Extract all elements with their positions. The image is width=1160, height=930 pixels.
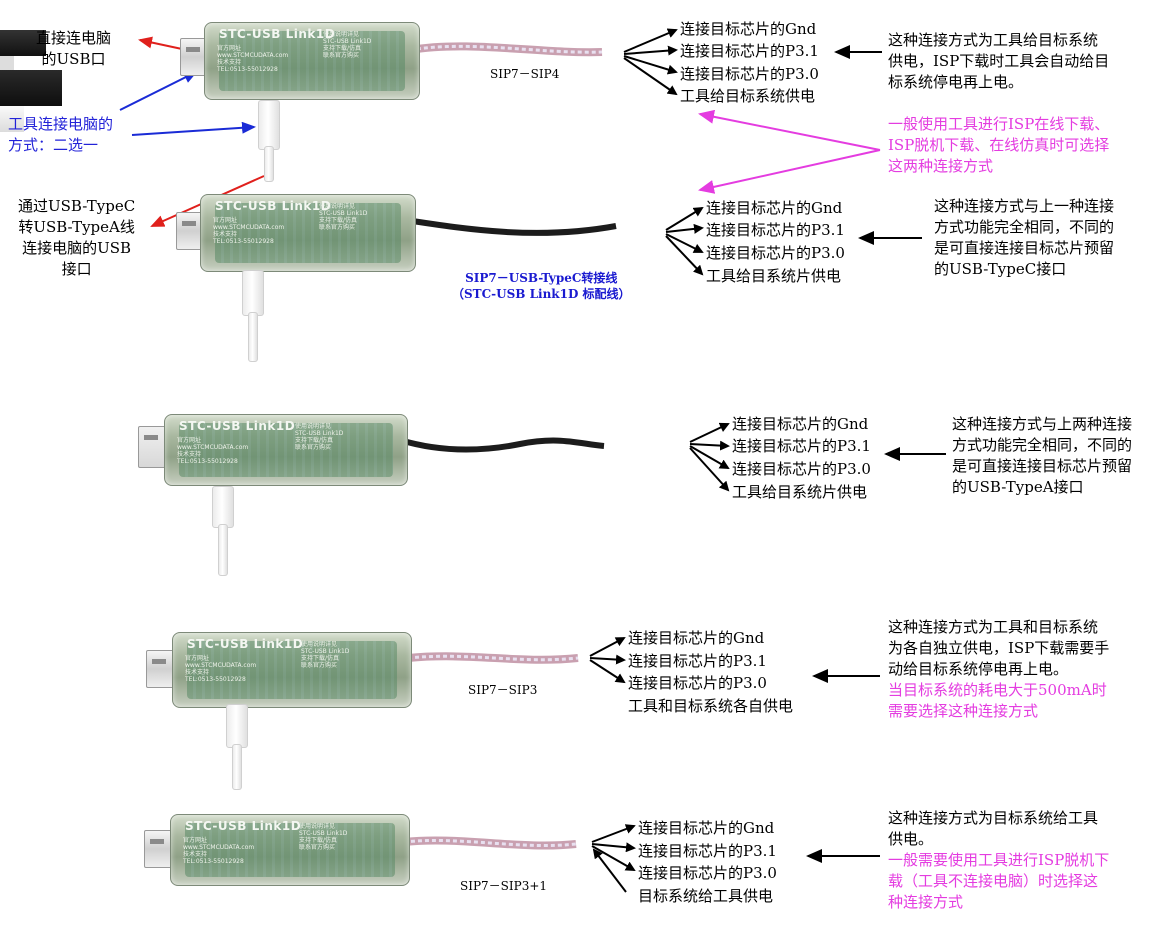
section1-fan-arrows bbox=[623, 28, 678, 96]
s1-desc: 这种连接方式为工具给目标系统 供电，ISP下载时工具会自动给目 标系统停电再上电… bbox=[888, 31, 1110, 91]
ribbon-cable-5-hi bbox=[403, 839, 577, 847]
s3-label-gnd: 连接目标芯片的Gnd bbox=[732, 415, 869, 433]
usb-link-device-1: STC-USB Link1D 官方网址 www.STCMCUDATA.com 技… bbox=[180, 22, 420, 102]
typec-plug-2 bbox=[0, 30, 46, 56]
section2-fan-arrows bbox=[665, 206, 704, 276]
s5-label-p30: 连接目标芯片的P3.0 bbox=[638, 864, 777, 882]
s4-caption: SIP7－SIP3 bbox=[468, 683, 538, 697]
typec-cable-3-wire bbox=[218, 524, 228, 576]
s2-label-p30: 连接目标芯片的P3.0 bbox=[706, 244, 845, 262]
typec-to-a-text: 通过USB-TypeC 转USB-TypeA线 连接电脑的USB 接口 bbox=[18, 197, 136, 278]
black-cable-3 bbox=[399, 437, 605, 453]
s2-label-p31: 连接目标芯片的P3.1 bbox=[706, 221, 845, 239]
s4-label-gnd: 连接目标芯片的Gnd bbox=[628, 629, 765, 647]
s3-desc: 这种连接方式与上两种连接 方式功能完全相同，不同的 是可直接连接目标芯片预留 的… bbox=[952, 415, 1133, 496]
s4-label-p30: 连接目标芯片的P3.0 bbox=[628, 674, 767, 692]
s3-label-p30: 连接目标芯片的P3.0 bbox=[732, 460, 871, 478]
typec-cable-3 bbox=[212, 486, 234, 528]
ribbon-cable-4-hi bbox=[407, 654, 579, 662]
s4-desc: 这种连接方式为工具和目标系统 为各自独立供电，ISP下载需要手 动给目标系统停电… bbox=[888, 618, 1110, 720]
typec-cable-2-wire bbox=[248, 312, 258, 362]
s2-label-power: 工具给目系统片供电 bbox=[706, 267, 842, 285]
black-cable-2 bbox=[405, 217, 617, 236]
pc-direct-text: 直接连电脑 的USB口 bbox=[36, 29, 112, 68]
typec-cable-4 bbox=[226, 704, 248, 748]
device-title: STC-USB Link1D bbox=[219, 27, 336, 41]
s3-label-power: 工具给目系统片供电 bbox=[732, 483, 868, 501]
section3-fan-arrows bbox=[689, 422, 730, 492]
s5-label-p31: 连接目标芯片的P3.1 bbox=[638, 842, 777, 860]
s1-label-p31: 连接目标芯片的P3.1 bbox=[680, 42, 819, 60]
usb-link-device-5: STC-USB Link1D 官方网址 www.STCMCUDATA.com 技… bbox=[144, 814, 410, 894]
s1-label-gnd: 连接目标芯片的Gnd bbox=[680, 20, 817, 38]
magenta-arrow-down bbox=[698, 149, 881, 194]
s3-label-p31: 连接目标芯片的P3.1 bbox=[732, 437, 871, 455]
typec-cable-1-wire bbox=[264, 146, 274, 182]
magenta-arrow-up bbox=[698, 109, 881, 151]
typec-cable-2 bbox=[242, 270, 264, 316]
s2-caption: SIP7－USB-TypeC转接线 （STC-USB Link1D 标配线） bbox=[452, 271, 631, 301]
s5-label-gnd: 连接目标芯片的Gnd bbox=[638, 819, 775, 837]
usb-link-device-2: STC-USB Link1D 官方网址 www.STCMCUDATA.com 技… bbox=[176, 194, 416, 274]
s5-caption: SIP7－SIP3+1 bbox=[460, 879, 548, 893]
device-right-text: 使用说明详见 STC-USB Link1D 支持下载/仿真 联系官方购买 bbox=[323, 31, 372, 59]
s5-desc: 这种连接方式为目标系统给工具 供电。 一般需要使用工具进行ISP脱机下 载（工具… bbox=[888, 809, 1110, 911]
section5-fan-arrows bbox=[591, 824, 636, 893]
s1-caption: SIP7－SIP4 bbox=[490, 67, 560, 81]
section4-fan-arrows bbox=[589, 637, 626, 684]
typec-cable-1 bbox=[258, 100, 280, 150]
usb-link-device-3: STC-USB Link1D 官方网址 www.STCMCUDATA.com 技… bbox=[138, 414, 408, 494]
blue-arrow-usb bbox=[119, 71, 198, 111]
usb-a-plug-3 bbox=[0, 70, 62, 106]
s4-label-p31: 连接目标芯片的P3.1 bbox=[628, 652, 767, 670]
magenta-note: 一般使用工具进行ISP在线下载、 ISP脱机下载、在线仿真时可选择 这两种连接方… bbox=[888, 115, 1110, 175]
s4-label-power: 工具和目标系统各自供电 bbox=[628, 697, 794, 715]
s2-desc: 这种连接方式与上一种连接 方式功能完全相同，不同的 是可直接连接目标芯片预留 的… bbox=[934, 197, 1115, 278]
s1-label-power: 工具给目标系统供电 bbox=[680, 87, 816, 105]
device-info-text: 官方网址 www.STCMCUDATA.com 技术支持 TEL:0513-55… bbox=[217, 45, 289, 73]
usb-a-tip-3 bbox=[0, 106, 24, 132]
blue-arrow-typec bbox=[131, 121, 256, 136]
typec-tip-2 bbox=[0, 56, 14, 70]
typec-cable-4-wire bbox=[232, 744, 242, 790]
usb-link-device-4: STC-USB Link1D 官方网址 www.STCMCUDATA.com 技… bbox=[146, 632, 412, 712]
s2-label-gnd: 连接目标芯片的Gnd bbox=[706, 199, 843, 217]
pc-choice-text: 工具连接电脑的 方式：二选一 bbox=[8, 115, 114, 154]
ribbon-cable-1-hi bbox=[409, 44, 603, 54]
usb-a-plug bbox=[180, 38, 208, 76]
s5-label-power: 目标系统给工具供电 bbox=[638, 887, 774, 905]
s1-label-p30: 连接目标芯片的P3.0 bbox=[680, 65, 819, 83]
